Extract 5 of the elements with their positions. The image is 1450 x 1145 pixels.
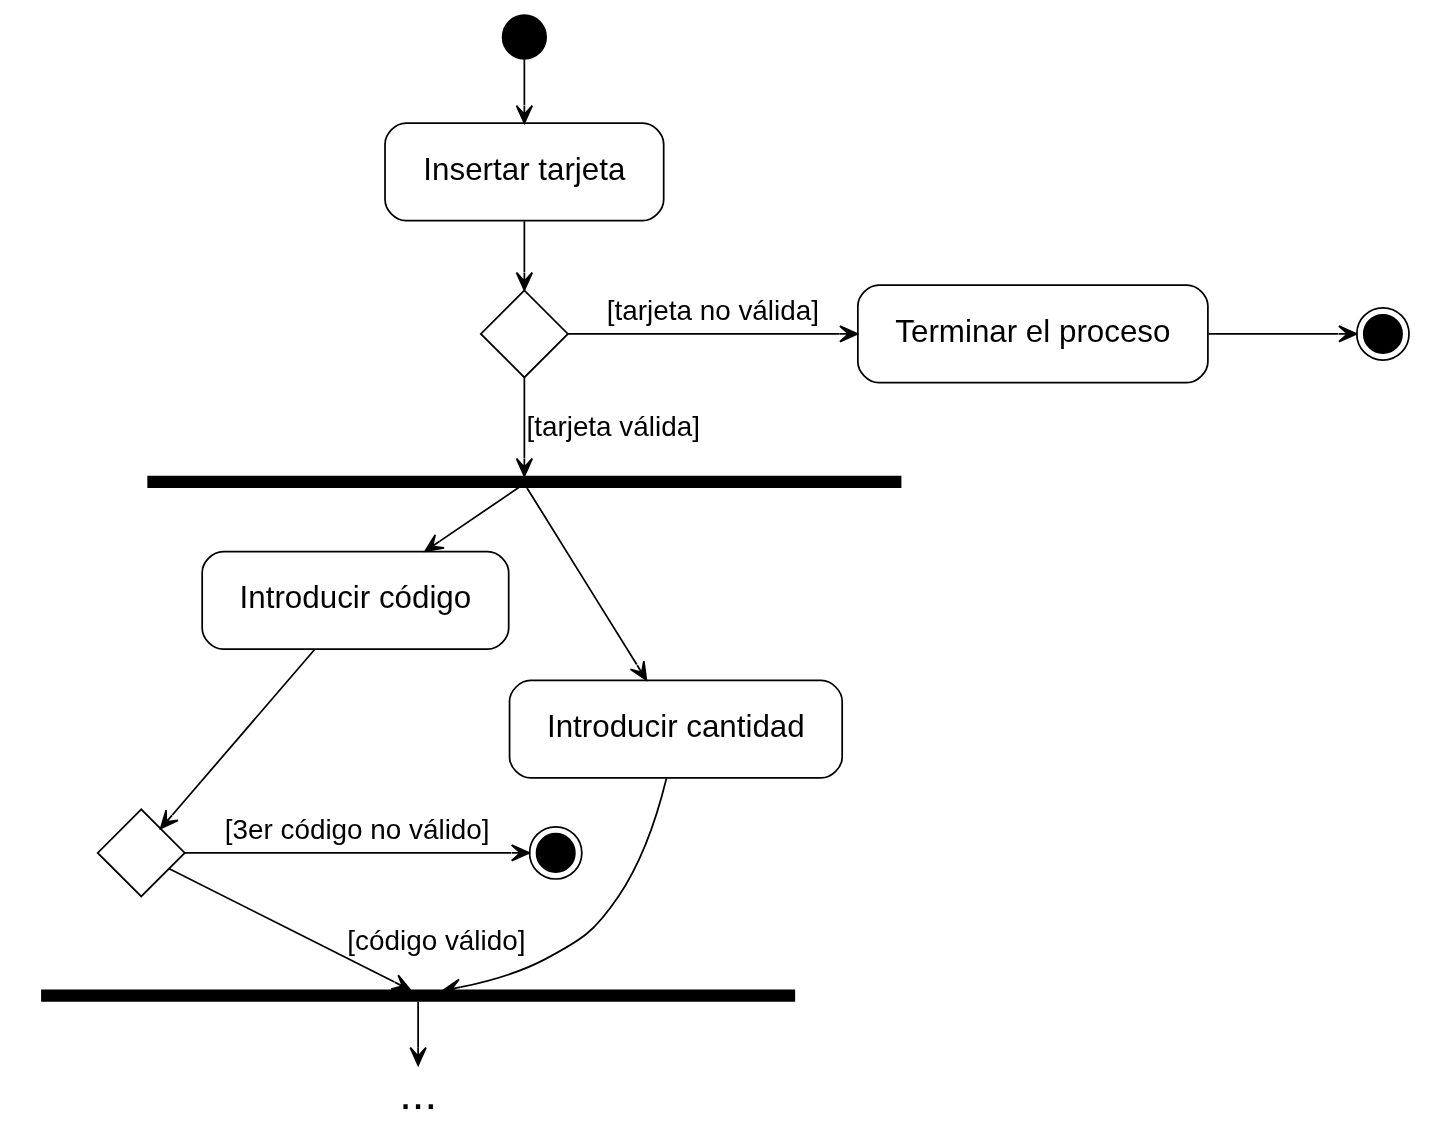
edge-label: [3er código no válido] [224, 813, 490, 845]
edge-label: [tarjeta válida] [525, 411, 700, 443]
edge-label: [código válido] [346, 925, 525, 957]
edge-label: [tarjeta no válida] [606, 294, 819, 326]
node-text: ... [398, 1067, 437, 1119]
